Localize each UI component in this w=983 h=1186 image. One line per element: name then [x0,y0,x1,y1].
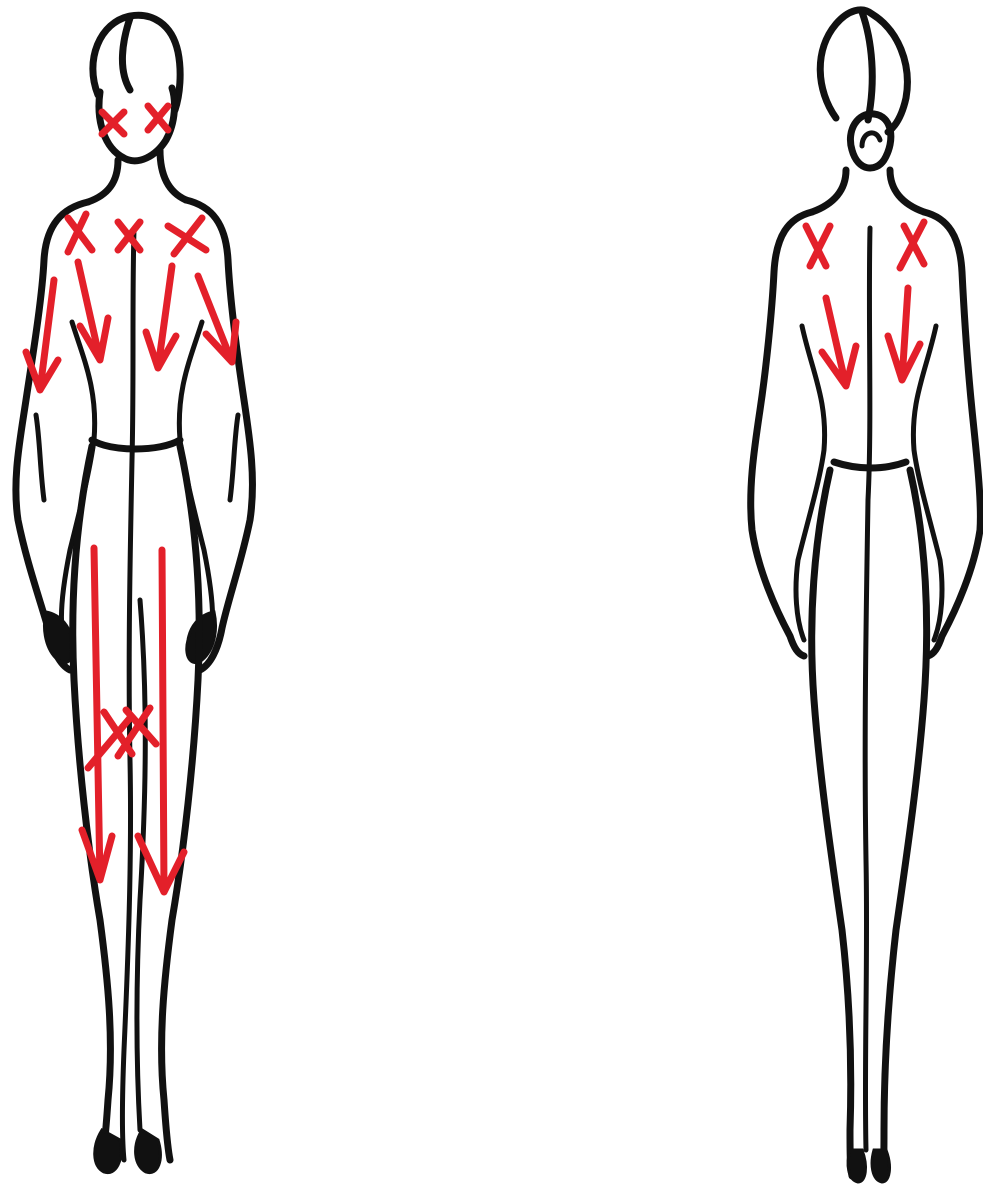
cross-left-cheek [102,112,124,134]
front-inner-leg [137,600,145,1130]
back-right-foot [872,1150,889,1182]
cross-left-shoulder-blade [806,226,830,266]
back-right-side [924,212,980,656]
front-right-elbow [230,415,238,500]
back-markings [806,222,924,386]
front-figure [16,15,253,1172]
front-centerline [123,230,135,1160]
back-spine [865,228,870,1150]
back-bun-inner [862,133,880,146]
arrow-right-chest [146,266,176,368]
back-left-side [751,212,812,656]
back-neck [812,170,924,212]
arrow-left-chest [78,262,108,360]
front-waistband [92,440,180,449]
back-left-foot [848,1150,865,1182]
back-hair-part [862,12,872,120]
cross-right-shoulder [168,218,206,254]
arrow-left-back [822,298,856,386]
back-right-leg [882,470,927,1176]
arrow-right-back [888,288,920,380]
front-left-elbow [36,415,44,500]
front-hair-part [122,18,130,90]
front-hair [93,15,180,110]
front-right-leg [162,446,200,1160]
cross-sternum [118,222,140,250]
front-right-foot [136,1130,161,1173]
cross-right-cheek [148,106,168,130]
cross-right-knee [118,708,156,756]
front-left-hand [45,612,74,662]
back-left-leg [812,470,852,1176]
back-figure [751,10,981,1182]
cross-left-shoulder [68,214,92,252]
cross-right-shoulder-blade [900,222,924,268]
front-left-foot [95,1130,121,1173]
